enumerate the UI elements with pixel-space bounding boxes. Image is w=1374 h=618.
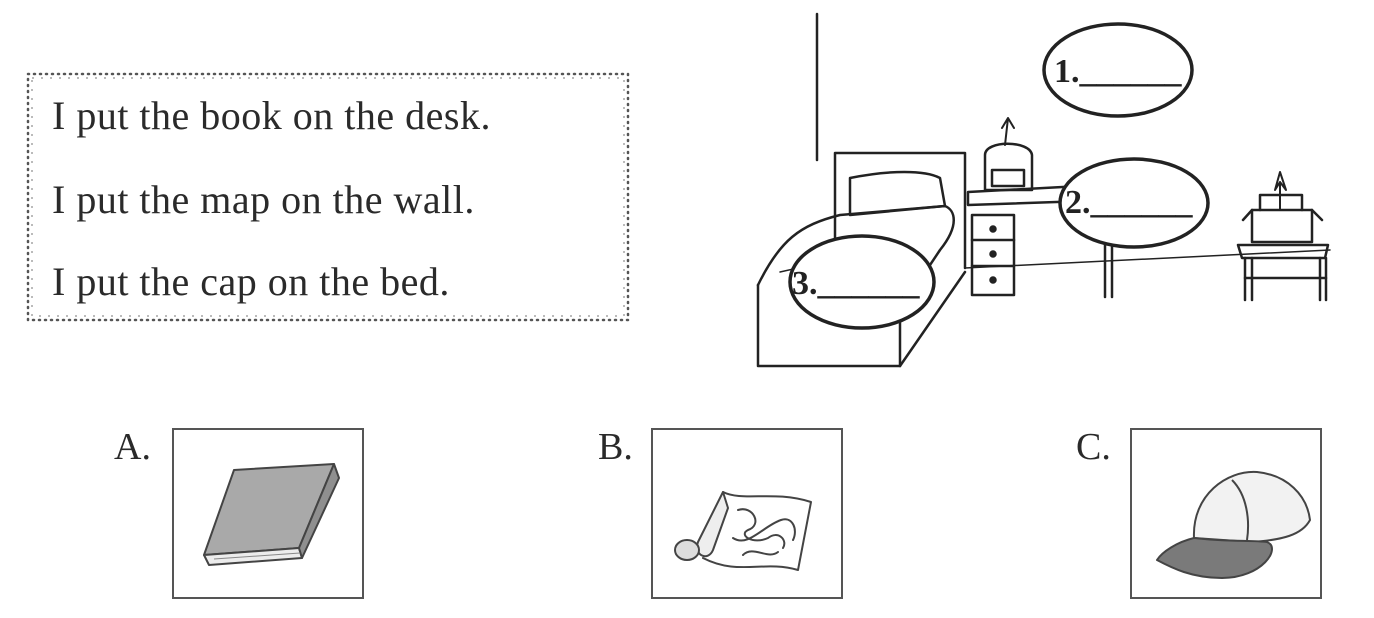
sentence-box: I put the book on the desk. I put the ma… bbox=[22, 68, 634, 326]
blank-label-2: 2.______ bbox=[1065, 184, 1194, 221]
answer-oval-2: 2.______ bbox=[1058, 157, 1210, 249]
blank-label-3: 3.______ bbox=[792, 265, 921, 302]
sentence-2: I put the map on the wall. bbox=[52, 177, 475, 222]
box-on-chair bbox=[1250, 208, 1314, 244]
cap-icon bbox=[1156, 470, 1311, 579]
answer-oval-3: 3.______ bbox=[788, 234, 936, 330]
option-c-letter: C. bbox=[1076, 426, 1111, 468]
map-icon bbox=[674, 491, 812, 571]
book-icon bbox=[203, 463, 340, 566]
bed-pillow bbox=[848, 170, 947, 217]
backpack-on-desk bbox=[983, 142, 1034, 192]
bedroom-scene: 1.______ 2.______ 3.______ bbox=[756, 12, 1331, 368]
floor-line bbox=[964, 249, 1331, 269]
bed-frame bbox=[756, 283, 902, 368]
option-a-box bbox=[172, 428, 364, 599]
answer-oval-1: 1.______ bbox=[1042, 22, 1194, 118]
sentence-3: I put the cap on the bed. bbox=[52, 259, 450, 304]
bed-headboard bbox=[833, 151, 967, 270]
blank-label-1: 1.______ bbox=[1054, 53, 1183, 90]
dotted-border bbox=[26, 72, 630, 322]
option-b-box bbox=[651, 428, 843, 599]
desk-drawers bbox=[970, 213, 1016, 297]
option-b-letter: B. bbox=[598, 426, 633, 468]
option-c-box bbox=[1130, 428, 1322, 599]
option-a-letter: A. bbox=[114, 426, 151, 468]
sentence-1: I put the book on the desk. bbox=[52, 93, 491, 138]
bed-blanket bbox=[756, 204, 955, 312]
